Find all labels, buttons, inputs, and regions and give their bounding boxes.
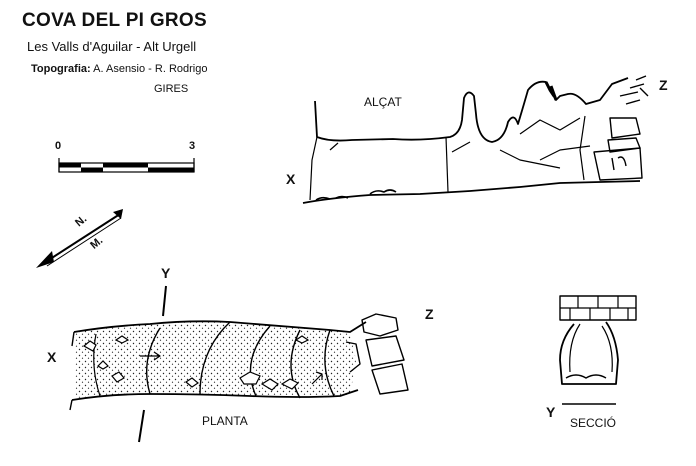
- elevation-view: [302, 75, 649, 204]
- section-label-y: Y: [546, 404, 556, 420]
- plan-label-x: X: [47, 349, 57, 365]
- topography-authors: A. Asensio - R. Rodrigo: [93, 63, 208, 75]
- group-name: GIRES: [154, 83, 189, 95]
- location-subtitle: Les Valls d'Aguilar - Alt Urgell: [27, 39, 197, 54]
- section-view: [559, 295, 637, 405]
- plan-label-y: Y: [161, 265, 171, 281]
- section-title: SECCIÓ: [570, 416, 617, 430]
- scale-bar: [58, 158, 195, 173]
- elevation-label-z: Z: [659, 77, 668, 93]
- elevation-title: ALÇAT: [364, 95, 402, 109]
- topography-credit: Topografia: A. Asensio - R. Rodrigo: [31, 64, 207, 75]
- elevation-label-x: X: [286, 171, 296, 187]
- plan-label-z: Z: [425, 306, 434, 322]
- north-arrow-icon: [36, 209, 123, 268]
- plan-view: [69, 285, 409, 443]
- scale-label-min: 0: [55, 140, 62, 152]
- plan-title: PLANTA: [202, 414, 248, 428]
- scale-label-max: 3: [189, 140, 196, 152]
- topography-label: Topografia:: [31, 63, 91, 75]
- page-title: COVA DEL PI GROS: [22, 10, 207, 31]
